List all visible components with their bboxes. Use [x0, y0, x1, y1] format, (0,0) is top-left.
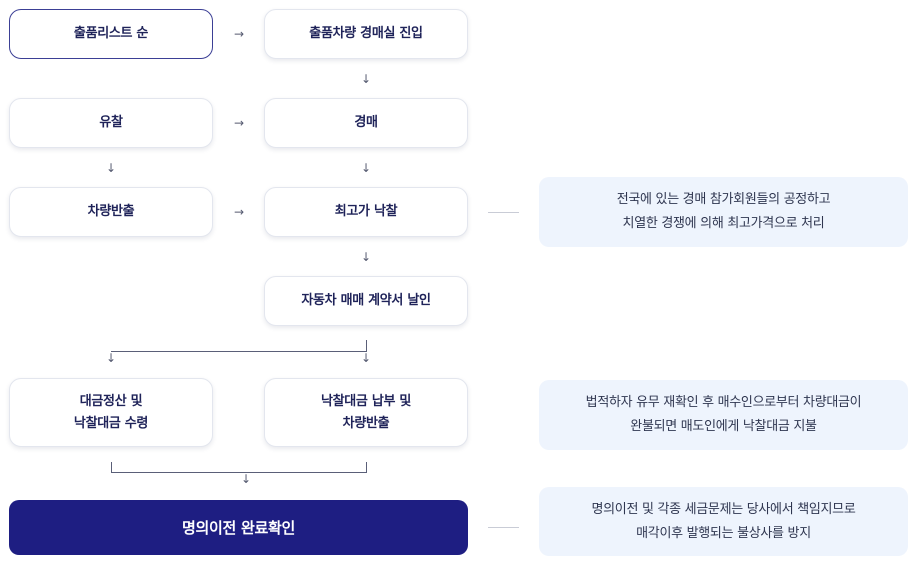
arrow-down-icon: ↓ — [105, 161, 117, 175]
step-no-sale: 유찰 — [9, 98, 213, 148]
step-enter-auction: 출품차량 경매실 진입 — [264, 9, 468, 59]
step-contract: 자동차 매매 계약서 날인 — [264, 276, 468, 326]
arrow-down-icon: ↓ — [105, 351, 117, 365]
note-line: 매각이후 발행되는 불상사를 방지 — [636, 525, 811, 541]
note-line: 법적하자 유무 재확인 후 매수인으로부터 차량대금이 — [585, 395, 862, 410]
arrow-down-icon: ↓ — [360, 72, 372, 86]
note-connector — [488, 527, 519, 528]
arrow-down-icon: ↓ — [360, 351, 372, 365]
step-label: 유찰 — [99, 115, 123, 130]
connector-line — [111, 472, 367, 473]
note-payment: 법적하자 유무 재확인 후 매수인으로부터 차량대금이 완불되면 매도인에게 낙… — [539, 380, 908, 450]
arrow-down-icon: ↓ — [240, 472, 252, 486]
step-auction: 경매 — [264, 98, 468, 148]
step-label: 자동차 매매 계약서 날인 — [301, 293, 431, 308]
arrow-down-icon: ↓ — [360, 161, 372, 175]
step-settlement: 대금정산 및 낙찰대금 수령 — [9, 378, 213, 447]
note-transfer: 명의이전 및 각종 세금문제는 당사에서 책임지므로 매각이후 발행되는 불상사… — [539, 487, 908, 556]
note-winning-bid: 전국에 있는 경매 참가회원들의 공정하고 치열한 경쟁에 의해 최고가격으로 … — [539, 177, 908, 247]
step-label: 출품차량 경매실 진입 — [309, 26, 423, 41]
step-payment: 낙찰대금 납부 및 차량반출 — [264, 378, 468, 447]
connector-line — [366, 340, 367, 352]
step-release-order: 출품리스트 순 — [9, 9, 213, 59]
step-label: 차량반출 — [87, 204, 135, 219]
arrow-right-icon: → — [233, 27, 245, 41]
step-winning-bid: 최고가 낙찰 — [264, 187, 468, 237]
step-label: 차량반출 — [342, 415, 390, 431]
note-line: 완불되면 매도인에게 낙찰대금 지불 — [630, 419, 817, 434]
arrow-right-icon: → — [233, 205, 245, 219]
connector-line — [111, 462, 112, 473]
note-line: 명의이전 및 각종 세금문제는 당사에서 책임지므로 — [591, 501, 856, 517]
step-final: 명의이전 완료확인 — [9, 500, 468, 555]
connector-line — [366, 462, 367, 473]
step-label: 낙찰대금 수령 — [73, 415, 149, 431]
step-label: 최고가 낙찰 — [334, 204, 398, 219]
step-label: 명의이전 완료확인 — [182, 518, 295, 537]
note-line: 치열한 경쟁에 의해 최고가격으로 처리 — [622, 216, 825, 231]
note-line: 전국에 있는 경매 참가회원들의 공정하고 — [616, 192, 831, 207]
step-label: 낙찰대금 납부 및 — [320, 393, 412, 409]
step-label: 대금정산 및 — [79, 393, 143, 409]
note-connector — [488, 212, 519, 213]
arrow-down-icon: ↓ — [360, 250, 372, 264]
step-label: 출품리스트 순 — [73, 26, 149, 41]
step-label: 경매 — [354, 115, 378, 130]
step-vehicle-out: 차량반출 — [9, 187, 213, 237]
arrow-right-icon: → — [233, 116, 245, 130]
connector-line — [111, 351, 367, 352]
